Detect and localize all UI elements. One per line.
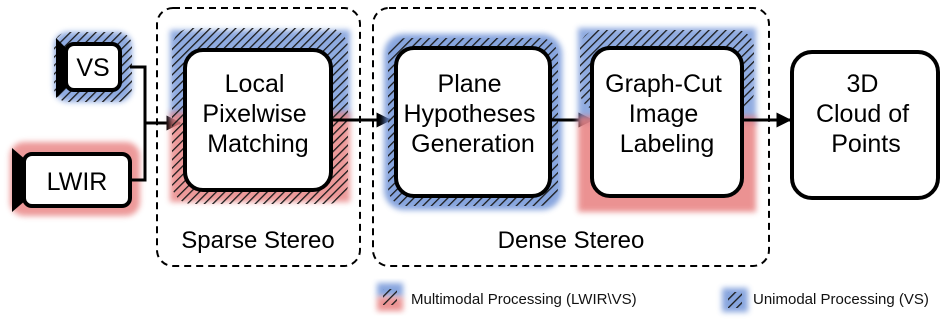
cloud-line-2: Cloud of bbox=[816, 100, 909, 128]
cloud-line-1: 3D bbox=[847, 70, 879, 98]
plane-line-1: Plane bbox=[438, 70, 502, 98]
local-pixelwise-matching-node: Local Pixelwise Matching bbox=[170, 28, 350, 204]
svg-text:Local Pixelwise Ma: Local Pixelwise Matching bbox=[202, 70, 313, 158]
vs-label: VS bbox=[76, 54, 109, 82]
legend: Multimodal Processing (LWIR\VS) Unimodal… bbox=[377, 283, 929, 312]
sparse-stereo-group bbox=[156, 7, 361, 267]
dense-stereo-group bbox=[372, 7, 770, 267]
vs-input: VS bbox=[54, 32, 132, 102]
plane-hypotheses-node: Plane Hypotheses Generation bbox=[384, 34, 562, 210]
local-line-2: Pixelwise bbox=[202, 100, 306, 128]
lwir-input: LWIR bbox=[10, 142, 140, 216]
legend-multimodal-label: Multimodal Processing (LWIR\VS) bbox=[411, 291, 637, 308]
legend-unimodal-swatch bbox=[722, 288, 748, 312]
dense-stereo-label: Dense Stereo bbox=[498, 227, 645, 254]
svg-text:Plane Hypotheses G: Plane Hypotheses Generation bbox=[404, 70, 543, 158]
graph-cut-line-2: Image bbox=[629, 100, 698, 128]
cloud-line-3: Points bbox=[831, 130, 900, 158]
plane-line-3: Generation bbox=[411, 130, 535, 158]
svg-text:Graph-Cut Image La: Graph-Cut Image Labeling bbox=[605, 70, 729, 158]
legend-multimodal-swatch bbox=[377, 283, 403, 311]
graph-cut-line-1: Graph-Cut bbox=[605, 70, 722, 98]
sparse-stereo-label: Sparse Stereo bbox=[181, 227, 334, 254]
plane-line-2: Hypotheses bbox=[404, 100, 536, 128]
svg-text:3D Cloud of Points: 3D Cloud of Points bbox=[816, 70, 916, 158]
graph-cut-line-3: Labeling bbox=[620, 130, 715, 158]
legend-unimodal-label: Unimodal Processing (VS) bbox=[753, 291, 929, 308]
local-line-3: Matching bbox=[207, 130, 308, 158]
local-line-1: Local bbox=[225, 70, 285, 98]
cloud-of-points-node: 3D Cloud of Points bbox=[790, 50, 940, 200]
lwir-label: LWIR bbox=[47, 168, 108, 196]
graph-cut-node: Graph-Cut Image Labeling bbox=[578, 28, 756, 212]
